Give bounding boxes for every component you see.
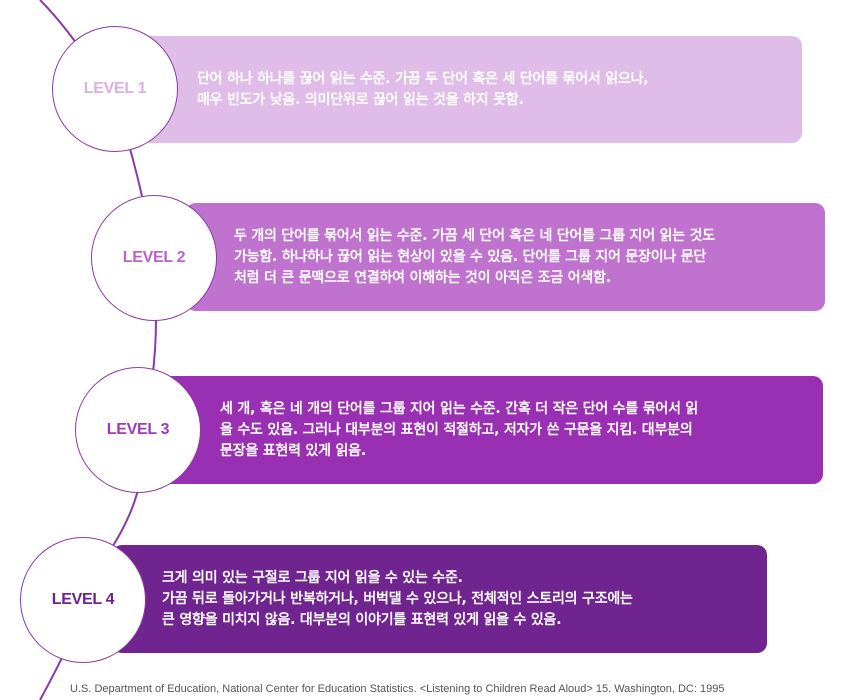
level-4-description: 크게 의미 있는 구절로 그룹 지어 읽을 수 있는 수준. 가끔 뒤로 돌아가… (162, 569, 633, 628)
level-1-label: LEVEL 1 (83, 80, 147, 97)
level-3-description: 세 개, 혹은 네 개의 단어를 그룹 지어 읽는 수준. 간혹 더 작은 단어… (220, 400, 699, 459)
level-4-label: LEVEL 4 (51, 591, 115, 608)
level-2-label: LEVEL 2 (122, 249, 186, 266)
level-1-description-box: 단어 하나 하나를 끊어 읽는 수준. 가끔 두 단어 혹은 세 단어를 묶어서… (140, 36, 802, 143)
level-4-description-box: 크게 의미 있는 구절로 그룹 지어 읽을 수 있는 수준. 가끔 뒤로 돌아가… (112, 545, 767, 653)
level-1-badge: LEVEL 1 (52, 26, 178, 152)
level-2-description-box: 두 개의 단어를 묶어서 읽는 수준. 가끔 세 단어 혹은 네 단어를 그룹 … (186, 203, 825, 311)
level-1-description: 단어 하나 하나를 끊어 읽는 수준. 가끔 두 단어 혹은 세 단어를 묶어서… (197, 70, 649, 108)
level-3-badge: LEVEL 3 (75, 367, 201, 493)
level-2-badge: LEVEL 2 (91, 195, 217, 321)
level-3-description-box: 세 개, 혹은 네 개의 단어를 그룹 지어 읽는 수준. 간혹 더 작은 단어… (162, 376, 823, 484)
level-3-label: LEVEL 3 (106, 421, 170, 438)
source-citation: U.S. Department of Education, National C… (70, 683, 725, 695)
level-2-description: 두 개의 단어를 묶어서 읽는 수준. 가끔 세 단어 혹은 네 단어를 그룹 … (234, 227, 715, 286)
level-4-badge: LEVEL 4 (20, 537, 146, 663)
